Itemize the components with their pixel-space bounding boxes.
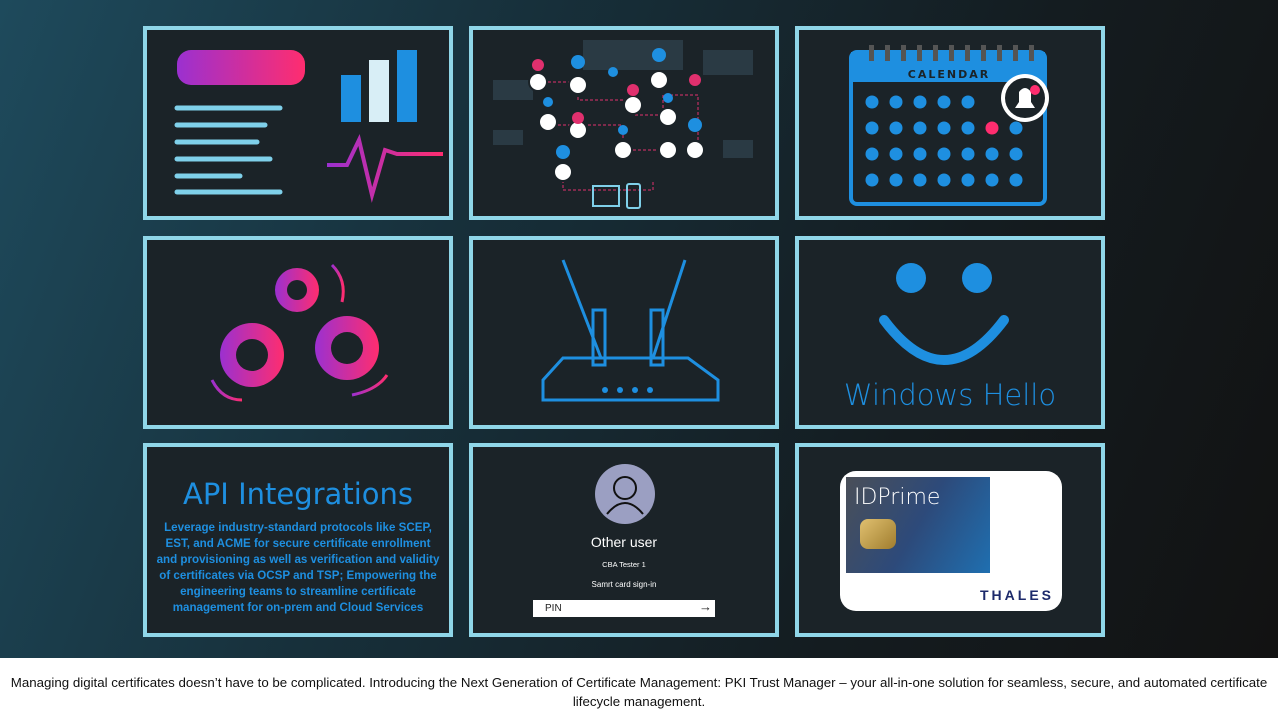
calendar-day-dot (865, 173, 879, 187)
network-map-icon (493, 40, 753, 209)
chip-icon (860, 519, 896, 549)
windows-hello-panel: Windows Hello (795, 236, 1105, 429)
calendar-day-dot (985, 147, 999, 161)
card-product: IDPrime (854, 485, 941, 510)
signin-panel: Other user CBA Tester 1 Samrt card sign-… (469, 443, 779, 637)
smart-card-panel: IDPrime THALES (795, 443, 1105, 637)
calendar-day-dot (961, 147, 975, 161)
calendar-day-dot (961, 121, 975, 135)
calendar-day-dot (865, 147, 879, 161)
calendar-day-dot (1009, 121, 1023, 135)
calendar-day-dot (865, 121, 879, 135)
smiley-icon (879, 263, 1009, 365)
calendar-day-dot (1009, 173, 1023, 187)
calendar-day-dot (961, 95, 975, 109)
arrow-right-icon[interactable]: → (699, 599, 712, 614)
signin-method: Samrt card sign-in (591, 580, 657, 589)
calendar-day-dot (913, 173, 927, 187)
calendar-day-dot (985, 173, 999, 187)
gears-icon (210, 263, 389, 402)
user-name: Other user (590, 534, 658, 550)
brand-logo: THALES (980, 587, 1054, 603)
windows-hello-title: Windows Hello (843, 378, 1057, 412)
account-name: CBA Tester 1 (602, 560, 646, 569)
calendar-day-dot (913, 121, 927, 135)
router-panel (469, 236, 779, 429)
user-icon (606, 476, 644, 515)
calendar-day-dot (889, 147, 903, 161)
calendar-day-dot (937, 121, 951, 135)
idprime-card: IDPrime THALES (840, 471, 1062, 611)
calendar-day-dot (961, 173, 975, 187)
calendar-day-dot (937, 173, 951, 187)
calendar-day-dot (937, 147, 951, 161)
slide: CALENDAR Windows Hello API Integrations … (0, 0, 1278, 658)
calendar-day-dot (889, 173, 903, 187)
calendar-panel: CALENDAR (795, 26, 1105, 220)
api-integrations-panel: API Integrations Leverage industry-stand… (143, 443, 453, 637)
calendar-day-dot (985, 121, 999, 135)
api-description: Leverage industry-standard protocols lik… (156, 521, 440, 614)
calendar-day-dot (865, 95, 879, 109)
caption: Managing digital certificates doesn’t ha… (10, 675, 1268, 709)
dashboard-icon (174, 50, 443, 203)
router-icon (541, 259, 720, 402)
calendar-icon: CALENDAR (849, 45, 1049, 206)
api-title: API Integrations (182, 477, 413, 511)
calendar-day-dot (889, 95, 903, 109)
automation-gears-panel (143, 236, 453, 429)
network-panel (469, 26, 779, 220)
calendar-day-dot (889, 121, 903, 135)
avatar (595, 464, 655, 524)
pin-input[interactable]: PIN→ (533, 599, 715, 617)
card-photo: IDPrime (846, 477, 990, 573)
calendar-day-dot (913, 147, 927, 161)
calendar-label: CALENDAR (908, 68, 990, 81)
calendar-day-dot (913, 95, 927, 109)
calendar-day-dot (937, 95, 951, 109)
calendar-day-dot (1009, 147, 1023, 161)
dashboard-panel (143, 26, 453, 220)
